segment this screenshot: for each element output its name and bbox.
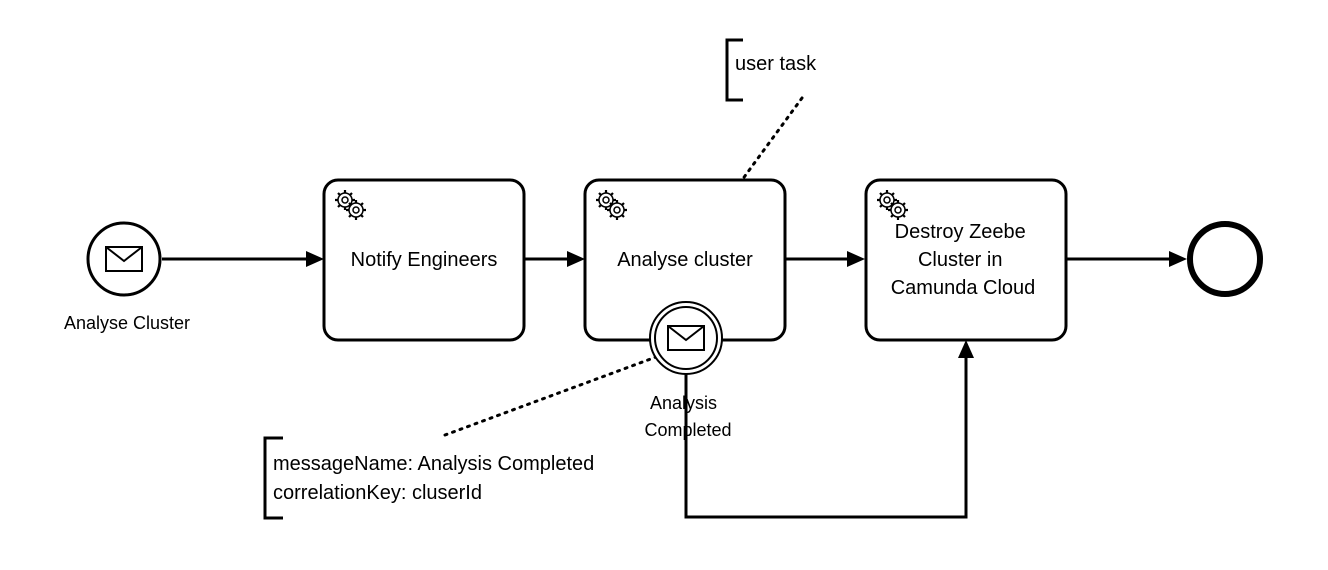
text-annotation-user-task[interactable]: user task — [725, 38, 817, 102]
association-message — [443, 355, 658, 437]
task-label: Notify Engineers — [351, 249, 498, 271]
annotation-text: messageName: Analysis Completed correlat… — [273, 453, 600, 504]
sequence-flow-destroy-to-end[interactable] — [1067, 251, 1187, 267]
sequence-flow-analyse-to-destroy[interactable] — [786, 251, 865, 267]
association-user-task — [740, 96, 804, 182]
boundary-event-label: Analysis Completed — [644, 393, 731, 440]
boundary-message-event[interactable] — [649, 301, 723, 375]
task-destroy-cluster[interactable]: Destroy Zeebe Cluster in Camunda Cloud — [864, 178, 1068, 342]
task-notify-engineers[interactable]: Notify Engineers — [322, 178, 526, 342]
task-analyse-cluster[interactable]: Analyse cluster — [583, 178, 787, 342]
sequence-flow-boundary-to-destroy[interactable] — [684, 340, 974, 519]
task-label: Analyse cluster — [617, 249, 753, 271]
start-event[interactable] — [86, 221, 162, 297]
annotation-text: user task — [735, 53, 817, 75]
end-event[interactable] — [1187, 221, 1263, 297]
sequence-flow-start-to-notify[interactable] — [162, 251, 324, 267]
envelope-icon — [667, 325, 705, 351]
text-annotation-message[interactable]: messageName: Analysis Completed correlat… — [263, 436, 600, 520]
start-event-label: Analyse Cluster — [64, 313, 190, 333]
task-label: Destroy Zeebe Cluster in Camunda Cloud — [891, 221, 1036, 299]
sequence-flow-notify-to-analyse[interactable] — [525, 251, 585, 267]
envelope-icon — [105, 246, 143, 272]
